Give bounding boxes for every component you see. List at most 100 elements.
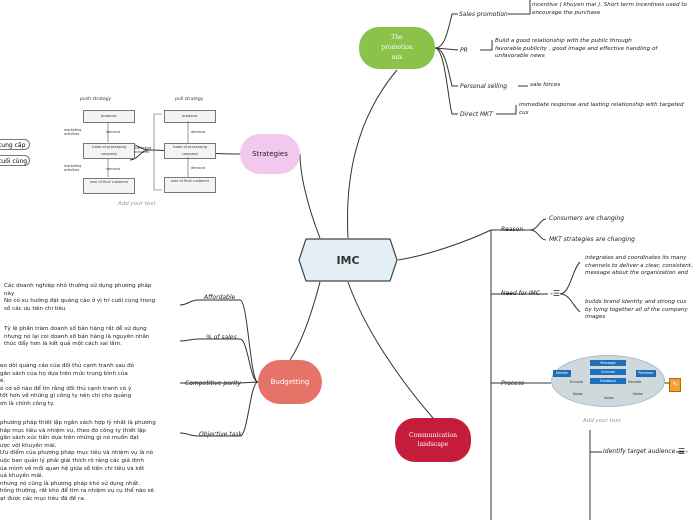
budget-text-line: Nó có xu hướng đặt quảng cáo ở vị trí cu… — [4, 298, 156, 305]
budget-item-competitive-parity[interactable]: Competitive parity — [185, 380, 241, 387]
central-hexagon-shape — [298, 238, 398, 282]
process-message: Message — [590, 360, 626, 366]
promo-detail-line: Build a good relationship with the publi… — [495, 38, 632, 44]
budget-text-line: phương pháp thiết lập ngân sách hợp lý n… — [0, 420, 156, 426]
promo-detail-personal-selling: sale forces — [530, 82, 560, 90]
need-item-1: integrates and coordinates its many chan… — [585, 255, 693, 278]
budget-text-percent-sales: Tỷ lệ phần trăm doanh số bán hàng rất dễ… — [4, 326, 149, 349]
promo-detail-line: incentive ( khuyen mai ). Short term inc… — [532, 2, 687, 8]
push-label-2: demand — [106, 130, 120, 134]
budget-item-objective-task[interactable]: Objective task — [199, 431, 242, 438]
comm-item-process[interactable]: Process — [501, 380, 524, 387]
promo-detail-line: sale forces — [530, 82, 561, 88]
reason-consumers[interactable]: Consumers are changing — [549, 215, 625, 222]
process-feedback: Feedback — [590, 378, 626, 384]
push-box-producer: producer — [83, 110, 135, 123]
budget-text-line: háp mục tiêu và nhiệm vụ, theo đó công t… — [0, 427, 146, 434]
budget-text-line: số các ưu tiên chi tiêu — [4, 305, 66, 312]
promo-detail-pr: Build a good relationship with the publi… — [495, 38, 657, 61]
push-strategy-title: push strategy — [80, 97, 112, 102]
promo-item-direct-mkt[interactable]: Direct MKT — [460, 111, 493, 118]
promo-item-pr[interactable]: PR — [460, 47, 468, 54]
budget-text-affordable: Các doanh nghiệp nhỏ thường sử dụng phươ… — [4, 283, 155, 313]
budgeting-topic[interactable]: Budgetting — [258, 360, 322, 404]
comm-item-reason[interactable]: Reason — [501, 226, 524, 233]
budget-text-line: hông thường, rất khó để tìm ra nhiệm vụ … — [0, 488, 154, 495]
budget-item-affordable[interactable]: Affordable — [204, 294, 236, 301]
pull-strategy-title: pull strategy — [175, 97, 204, 102]
budget-text-line: tốt hơn về những gì công ty nên chi cho … — [0, 393, 132, 400]
budget-text-objective-task: phương pháp thiết lập ngân sách hợp lý n… — [0, 420, 156, 504]
budget-text-line: uả khuyến mãi. — [0, 473, 44, 480]
promo-item-personal-selling[interactable]: Personal selling — [460, 83, 508, 90]
budget-text-line: ơn là chính công ty. — [0, 400, 55, 407]
identify-notes-icon[interactable]: ☰- — [678, 447, 689, 456]
push-label-1: marketing activities — [64, 128, 82, 136]
process-receiver: Receiver — [636, 370, 656, 377]
central-title: IMC — [336, 253, 360, 267]
promotion-mix-topic[interactable]: The promotion mix — [359, 27, 435, 69]
push-box-trade: trade of processing company — [83, 143, 135, 159]
communication-title-line-2: landscape — [417, 441, 449, 448]
need-line: images — [585, 314, 606, 321]
need-item-2: builds brand identity and strong cus by … — [585, 299, 688, 322]
pull-arrows — [153, 113, 189, 191]
pull-box-user: user of final customer — [164, 177, 216, 193]
budget-text-line: ạt được các mục tiêu đã đề ra. — [0, 495, 86, 502]
budget-text-line: é. — [0, 378, 6, 385]
process-encode: Encode — [570, 380, 583, 384]
promo-detail-line: immediate response and lasting relations… — [519, 102, 684, 108]
need-line: message about the organization and — [585, 270, 688, 277]
promotion-title-line-2: promotion — [381, 44, 413, 51]
budget-text-line: nhưng nó cũng là phương pháp khó sử dụng… — [0, 480, 140, 487]
comm-item-need-for-imc[interactable]: Need for IMC — [501, 290, 540, 297]
strategies-topic[interactable]: Strategies — [240, 134, 300, 174]
promo-detail-sales-promotion: incentive ( khuyen mai ). Short term inc… — [532, 2, 687, 17]
strategy-left-item-2[interactable]: cuối cùng — [0, 155, 30, 166]
process-noise-1: Noise — [573, 392, 583, 396]
need-line: builds brand identity and strong cus — [585, 299, 687, 305]
strategy-left-item-1[interactable]: cung cấp — [0, 139, 30, 150]
process-sender: Sender — [553, 370, 571, 377]
push-label-4: demand — [106, 167, 120, 171]
budget-text-line: ủa mình về mối quan hệ giữa số tiền chi … — [0, 465, 145, 472]
budget-text-line: uộc ban quản lý phải giải thích rõ ràng … — [0, 457, 144, 464]
budget-text-line: này — [4, 290, 15, 297]
comm-item-identify-target-audience[interactable]: Identify target audience — [603, 448, 676, 455]
process-channel: Channel — [590, 369, 626, 375]
promo-item-sales-promotion[interactable]: Sales promotion — [459, 11, 508, 18]
budget-text-line: nhưng nó lại coi doanh số bán hàng là ng… — [4, 333, 150, 340]
pull-label-2: marketing activities — [134, 146, 152, 154]
need-line: channels to deliver a clear, consistent, — [585, 262, 693, 269]
promo-detail-line: cus — [519, 109, 529, 116]
promo-detail-line: encourage the purchase — [532, 9, 601, 16]
push-box-user: user of final customer — [83, 178, 135, 194]
process-noise-2: Noise — [604, 396, 614, 400]
promo-detail-direct-mkt: immediate response and lasting relations… — [519, 102, 684, 117]
pull-box-producer: producer — [164, 110, 216, 123]
attachment-icon[interactable]: ✎ — [669, 378, 681, 392]
communication-landscape-topic[interactable]: Communication landscape — [395, 418, 471, 462]
budget-text-line: gân sách xúc tiến dựa trên những gì nó m… — [0, 435, 139, 442]
pull-box-trade: trade of processing company — [164, 143, 216, 159]
budget-text-line: ược với khuyến mãi. — [0, 442, 57, 449]
promo-detail-line: unfavorable news — [495, 53, 545, 60]
promo-detail-line: favorable publicity , good image and eff… — [495, 45, 658, 52]
strategies-caption: Add your text — [118, 201, 156, 207]
budget-item-percent-sales[interactable]: % of sales — [206, 334, 237, 341]
pull-label-3: demand — [191, 166, 205, 170]
reason-mkt-strategies[interactable]: MKT strategies are changing — [549, 236, 635, 243]
budget-text-competitive-parity: eo dõi quảng cáo của đối thủ cạnh tranh … — [0, 363, 134, 409]
budget-text-line: eo dõi quảng cáo của đối thủ cạnh tranh … — [0, 363, 135, 369]
promotion-title-line-1: The — [391, 34, 403, 41]
notes-icon[interactable]: -☰- — [550, 289, 563, 298]
central-topic[interactable]: IMC — [298, 238, 398, 282]
push-label-3: marketing activities — [64, 164, 82, 172]
budget-text-line: Tỷ lệ phần trăm doanh số bán hàng rất dễ… — [4, 326, 147, 332]
strategies-title: Strategies — [252, 150, 288, 158]
process-caption: Add your text — [583, 418, 621, 424]
budget-text-line: gân sách của họ dựa trên mức trung bình … — [0, 370, 128, 377]
process-decode: Decode — [628, 380, 642, 384]
need-line: integrates and coordinates its many — [585, 255, 687, 261]
